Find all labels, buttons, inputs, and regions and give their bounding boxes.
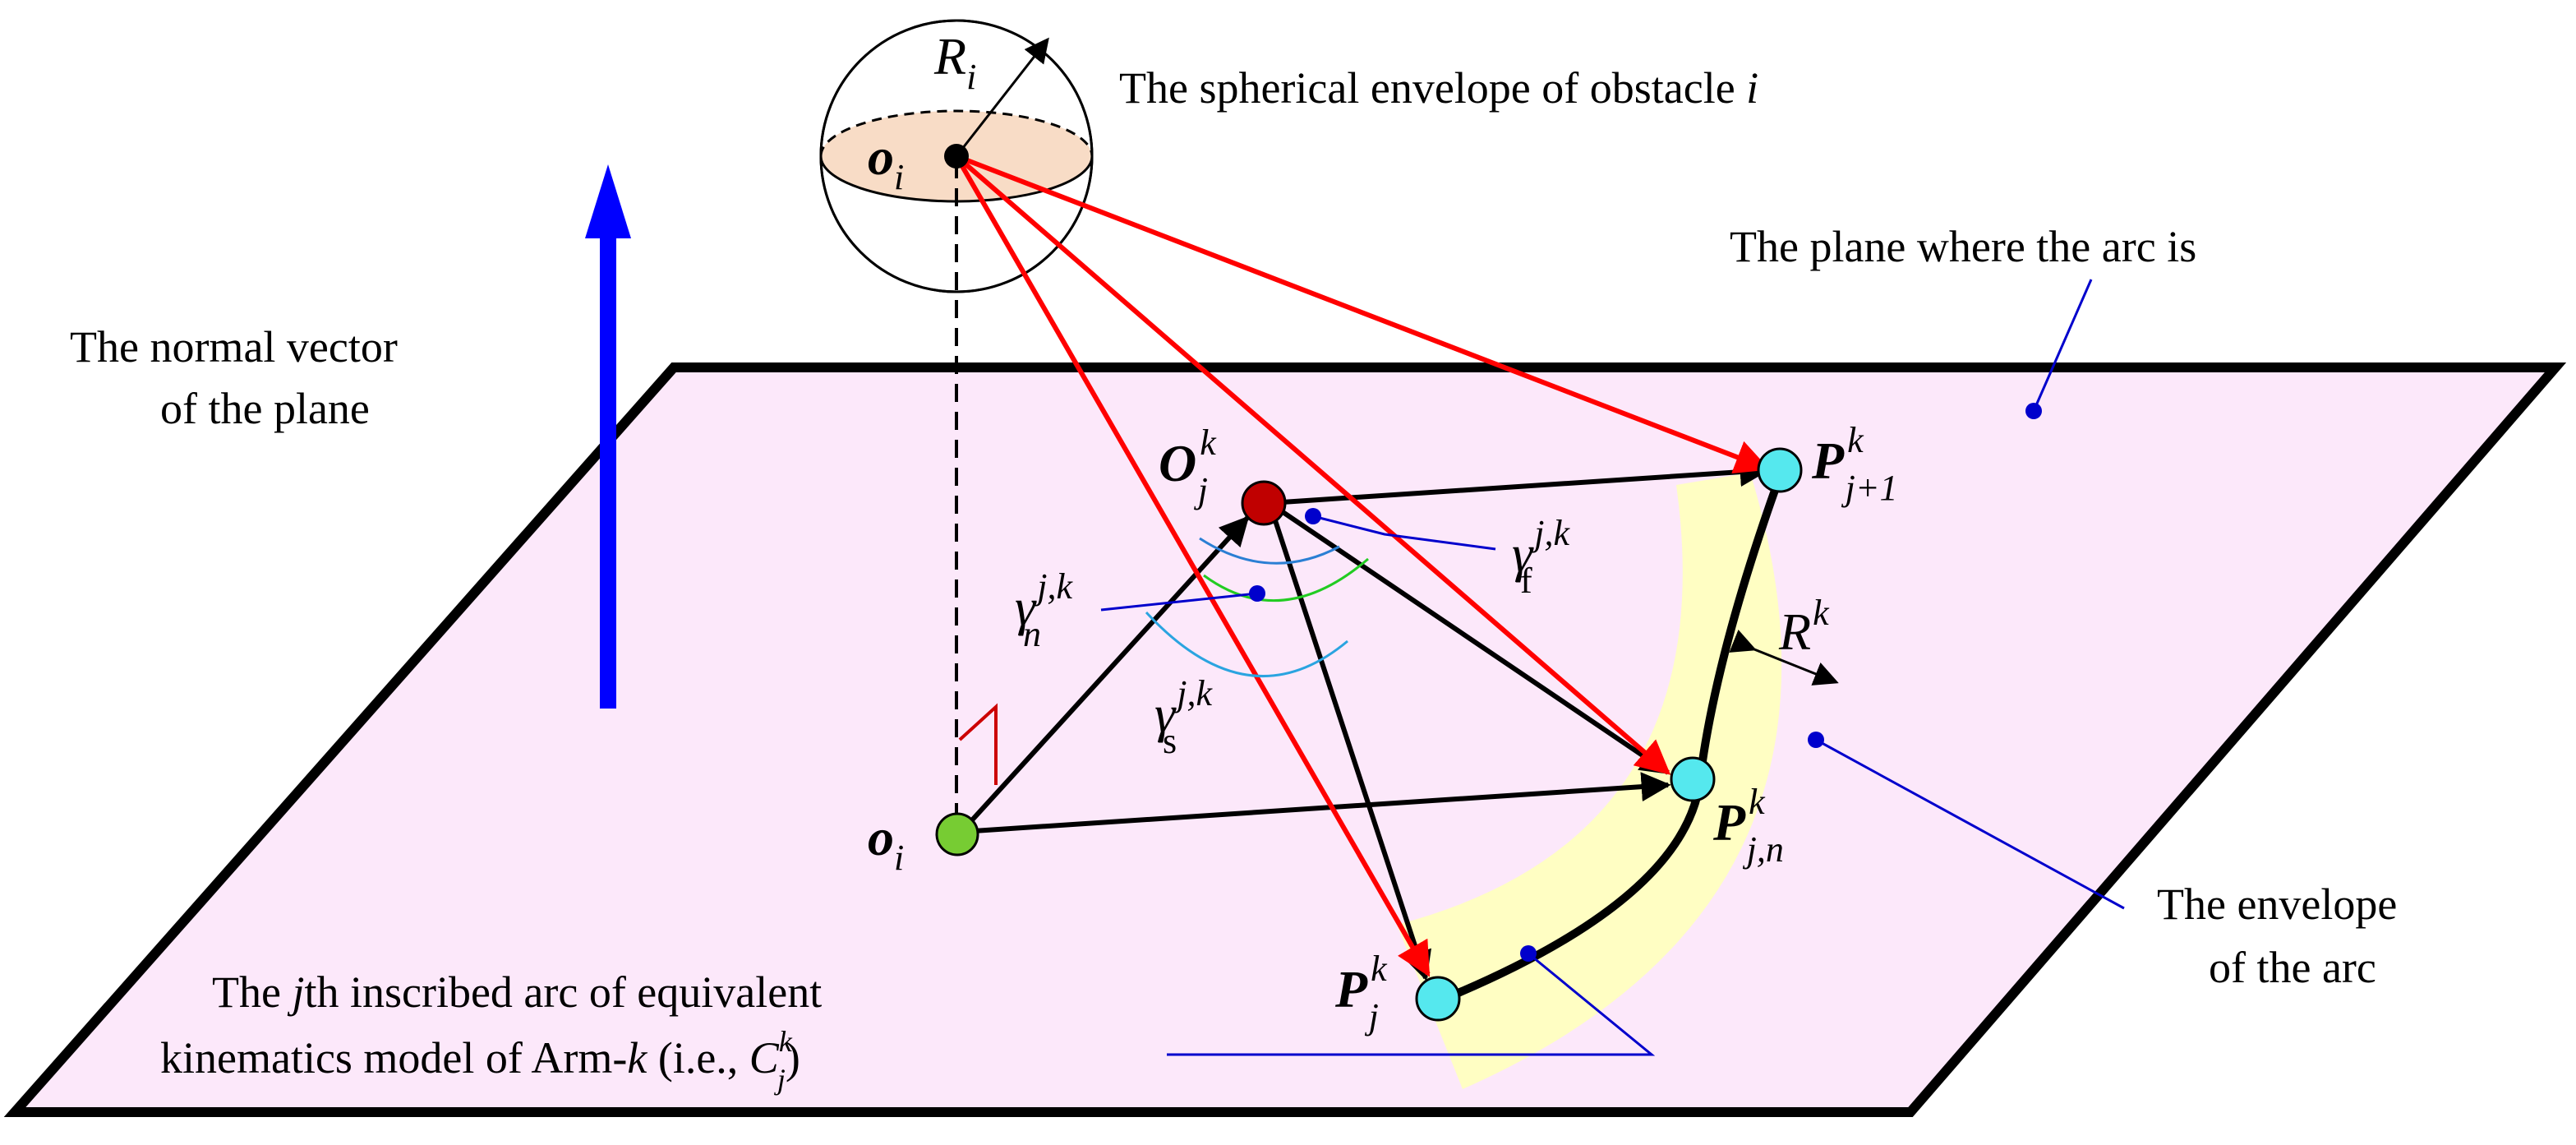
rk-double-arrow — [1729, 630, 1839, 686]
point-Pjn — [1670, 756, 1716, 802]
normal-caption-line1: The normal vector — [70, 322, 398, 372]
angle-arc-f — [1199, 537, 1340, 565]
point-oi-center — [944, 144, 969, 169]
envelope-caption-line2: of the arc — [2209, 943, 2376, 992]
leader-lines — [1100, 279, 2125, 1056]
angle-arc-n — [1203, 557, 1369, 603]
symbol-o-i-projection: oi — [868, 808, 904, 878]
normal-caption-line2: of the plane — [160, 384, 370, 433]
angle-arc-s — [1145, 611, 1348, 677]
vector-Ojk-to-Pj — [1267, 502, 1431, 981]
symbol-o-i: oi — [868, 127, 904, 197]
envelope-caption-line1: The envelope — [2157, 880, 2397, 929]
point-Pj — [1415, 976, 1461, 1022]
leader-dots — [1249, 403, 2042, 962]
sphere-caption: The spherical envelope of obstacle i — [1119, 63, 1758, 113]
normal-vector-arrow — [585, 164, 631, 709]
arc-caption-line1: The jth inscribed arc of equivalent — [212, 967, 822, 1017]
red-vector-oi-to-Pjp1 — [955, 154, 1770, 474]
red-vector-oi-to-Pjn — [955, 154, 1671, 775]
point-Pjp1 — [1757, 447, 1803, 493]
vector-proj-to-Pjn — [961, 772, 1671, 834]
red-vector-oi-to-Pj — [954, 155, 1431, 977]
symbol-R-k: Rk — [1778, 593, 1830, 661]
plane-caption: The plane where the arc is — [1730, 222, 2196, 271]
arc-plane — [3, 362, 2567, 1117]
point-Ojk — [1241, 480, 1287, 526]
arc-envelope — [1397, 473, 1782, 1089]
point-oi-projection — [935, 812, 979, 856]
symbol-R-i: Ri — [933, 27, 976, 97]
vector-proj-to-Ojk — [959, 515, 1250, 834]
right-angle-marker — [958, 703, 998, 785]
